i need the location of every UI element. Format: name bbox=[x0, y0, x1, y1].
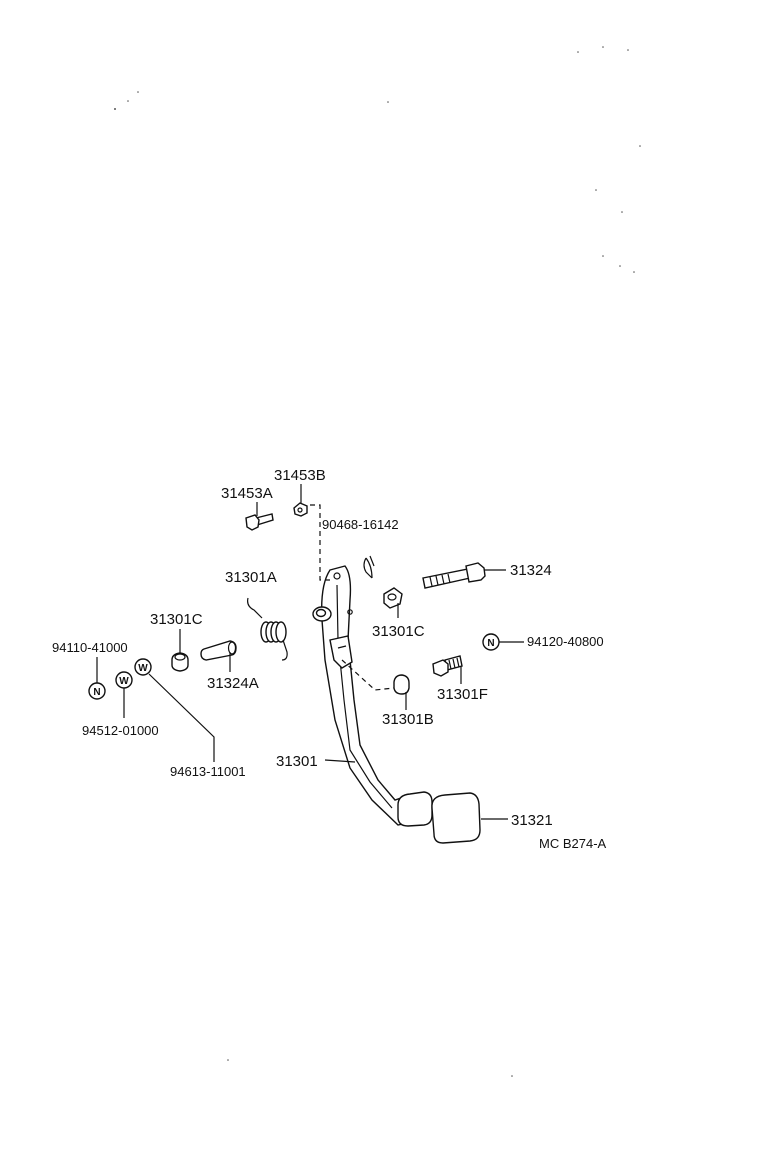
label-31453b: 31453B bbox=[274, 467, 326, 484]
label-94613-11001: 94613-11001 bbox=[170, 764, 246, 779]
washer-94613-11001-symbol: W bbox=[134, 658, 152, 676]
label-31453a: 31453A bbox=[221, 485, 273, 502]
clip-90468-16142 bbox=[363, 555, 375, 579]
label-94110-41000: 94110-41000 bbox=[52, 640, 128, 655]
scan-specks bbox=[114, 46, 641, 1077]
leader-lines bbox=[96, 484, 524, 820]
label-31301f: 31301F bbox=[437, 686, 488, 703]
stopper-bracket bbox=[329, 635, 353, 669]
label-94120-40800: 94120-40800 bbox=[527, 634, 604, 649]
bolt-31453a bbox=[245, 513, 274, 531]
bushing-31301c-left bbox=[171, 652, 189, 672]
label-31324: 31324 bbox=[510, 562, 552, 579]
label-31324a: 31324A bbox=[207, 675, 259, 692]
label-31301c-right: 31301C bbox=[372, 623, 425, 640]
label-31301: 31301 bbox=[276, 753, 318, 770]
nut-94110-41000-symbol: N bbox=[88, 682, 106, 700]
collar-31324a bbox=[200, 640, 237, 661]
svg-text:N: N bbox=[487, 638, 494, 649]
part-labels: 31453A 31453B 90468-16142 31324 31301A 3… bbox=[52, 467, 607, 851]
bolt-31324 bbox=[422, 562, 486, 589]
label-31321: 31321 bbox=[511, 812, 553, 829]
nut-94120-40800-symbol: N bbox=[482, 633, 500, 651]
diagram-code: MC B274-A bbox=[539, 836, 607, 851]
spring-31301a bbox=[247, 597, 288, 661]
nut-31453b bbox=[293, 502, 308, 517]
label-90468-16142: 90468-16142 bbox=[322, 517, 399, 532]
stopper-31301f bbox=[432, 655, 463, 677]
svg-text:N: N bbox=[93, 687, 100, 698]
pedal-pivot-boss bbox=[312, 606, 332, 622]
cushion-31301b bbox=[393, 674, 410, 695]
assembly-dashed-lines bbox=[310, 504, 395, 691]
label-31301c-left: 31301C bbox=[150, 611, 203, 628]
pedal-pad-31321 bbox=[397, 791, 481, 844]
bushing-31301c-right bbox=[383, 587, 403, 609]
label-31301a: 31301A bbox=[225, 569, 277, 586]
svg-text:W: W bbox=[119, 676, 129, 687]
label-31301b: 31301B bbox=[382, 711, 434, 728]
label-94512-01000: 94512-01000 bbox=[82, 723, 159, 738]
washer-94512-01000-symbol: W bbox=[115, 671, 133, 689]
svg-text:W: W bbox=[138, 663, 148, 674]
